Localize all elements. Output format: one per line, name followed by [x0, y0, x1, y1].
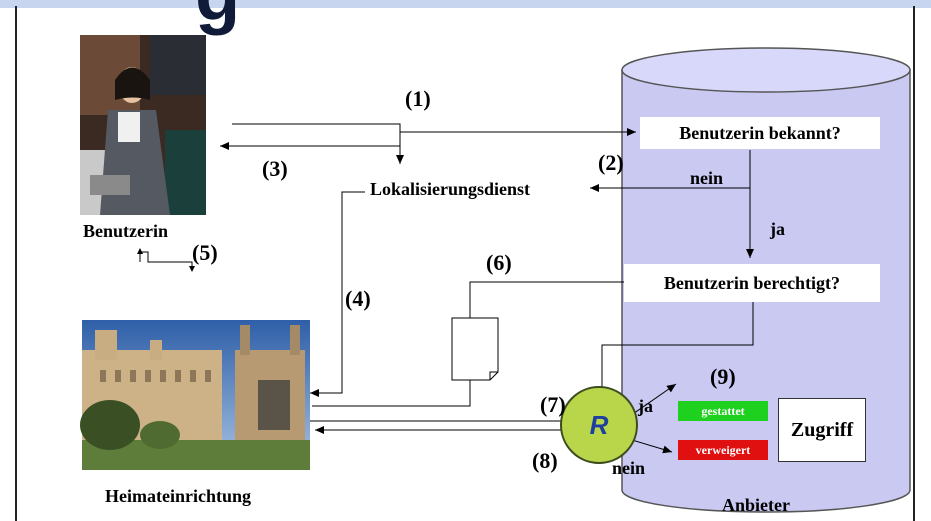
step-8: (8): [532, 448, 558, 473]
zugriff-box: Zugriff: [778, 398, 866, 462]
diagram-frame: [15, 6, 915, 521]
step-3: (3): [262, 156, 288, 181]
benutzerin-label: Benutzerin: [83, 221, 168, 241]
benutzerin-bekannt-label: Benutzerin bekannt?: [679, 122, 841, 143]
benutzerin-berechtigt-box: Benutzerin berechtigt?: [624, 264, 880, 302]
heimateinrichtung-label: Heimateinrichtung: [105, 486, 251, 506]
benutzerin-bekannt-box: Benutzerin bekannt?: [640, 117, 880, 149]
document-shape: [451, 317, 499, 381]
anbieter-label: Anbieter: [722, 495, 790, 515]
step-6: (6): [486, 250, 512, 275]
nein-label-top: nein: [690, 168, 724, 188]
benutzerin-berechtigt-label: Benutzerin berechtigt?: [663, 272, 841, 293]
r-label: R: [589, 409, 609, 440]
top-bar: [0, 0, 931, 8]
step-5: (5): [192, 240, 218, 265]
lokalisierungsdienst-label: Lokalisierungsdienst: [370, 179, 531, 199]
r-circle: R: [560, 386, 638, 464]
anbieter-cylinder-top: [621, 47, 911, 93]
step-2: (2): [598, 150, 624, 175]
ja-label-r: ja: [638, 396, 653, 416]
step-4: (4): [345, 286, 371, 311]
gestattet-badge: gestattet: [678, 401, 768, 421]
step-1: (1): [405, 86, 431, 111]
step-9: (9): [710, 364, 736, 389]
zugriff-label: Zugriff: [790, 418, 854, 441]
nein-label-r: nein: [612, 458, 646, 478]
verweigert-badge: verweigert: [678, 440, 768, 460]
step-7: (7): [540, 392, 566, 417]
title-fragment: g: [195, 0, 240, 37]
ja-label-mid: ja: [770, 219, 785, 239]
